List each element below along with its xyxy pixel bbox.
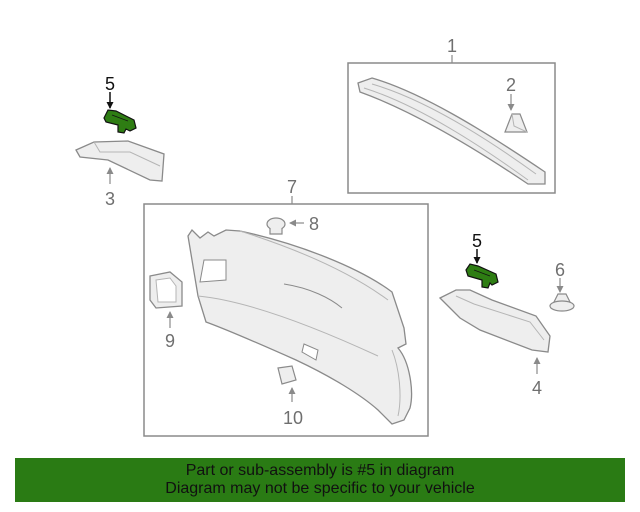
part-4-right-trim[interactable] bbox=[438, 289, 551, 353]
part-10-small-cover[interactable] bbox=[277, 365, 297, 385]
callout-8-label: 8 bbox=[309, 214, 319, 234]
callout-3-label: 3 bbox=[105, 189, 115, 209]
part-2-clip[interactable] bbox=[504, 113, 528, 133]
callout-7-label: 7 bbox=[287, 177, 297, 197]
part-7-door-trim-panel[interactable] bbox=[187, 228, 413, 425]
part-1-trim-strip[interactable] bbox=[357, 77, 546, 185]
part-5-clip-right[interactable] bbox=[465, 263, 499, 289]
callout-6-label: 6 bbox=[555, 260, 565, 280]
callout-5a-label: 5 bbox=[105, 74, 115, 94]
part-8-fastener[interactable] bbox=[266, 217, 286, 235]
part-7-group-box bbox=[143, 203, 429, 437]
callout-5b-label: 5 bbox=[472, 231, 482, 251]
part-6-pin[interactable] bbox=[549, 293, 575, 312]
banner-line-2: Diagram may not be specific to your vehi… bbox=[165, 480, 475, 497]
part-9-cover-plate[interactable] bbox=[149, 271, 183, 309]
callout-4-label: 4 bbox=[532, 378, 542, 398]
callout-1-label: 1 bbox=[447, 36, 457, 56]
callout-2-label: 2 bbox=[506, 75, 516, 95]
part-3-left-trim[interactable] bbox=[75, 140, 165, 182]
info-banner: Part or sub-assembly is #5 in diagram Di… bbox=[15, 458, 625, 502]
part-5-clip-left[interactable] bbox=[103, 109, 137, 134]
callout-9-label: 9 bbox=[165, 331, 175, 351]
banner-line-1: Part or sub-assembly is #5 in diagram bbox=[185, 462, 455, 479]
callout-10-label: 10 bbox=[283, 408, 303, 428]
